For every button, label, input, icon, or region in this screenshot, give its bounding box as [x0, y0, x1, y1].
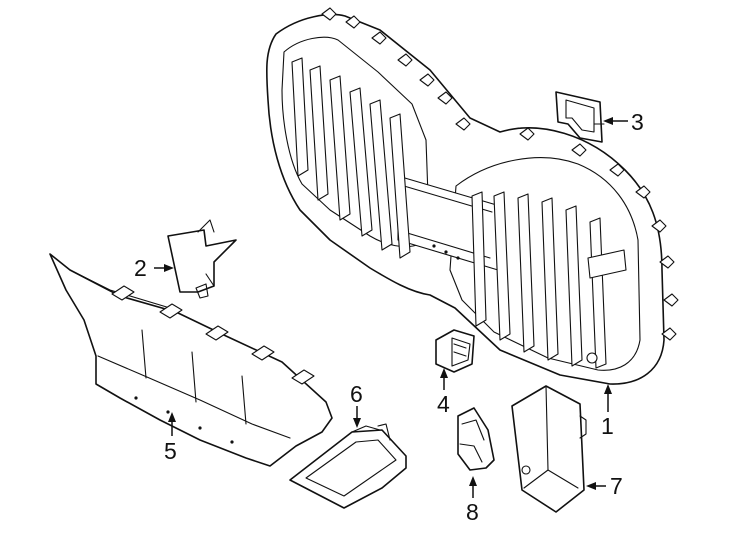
callout-6: 6 — [350, 381, 363, 428]
callout-1-label: 1 — [601, 413, 614, 439]
left-grille-slats — [291, 57, 411, 259]
callout-7: 7 — [586, 473, 623, 499]
part-1-grille — [265, 7, 679, 385]
part-8-bracket — [457, 407, 495, 471]
callout-2: 2 — [134, 255, 174, 281]
part-5-air-duct — [49, 253, 333, 467]
callout-5: 5 — [164, 412, 177, 464]
part-3-frame — [555, 91, 605, 143]
callout-1: 1 — [601, 384, 614, 439]
callout-3-label: 3 — [631, 109, 644, 135]
callout-2-label: 2 — [134, 255, 147, 281]
callout-8-label: 8 — [466, 499, 479, 525]
part-2-bracket — [167, 219, 237, 299]
callout-3: 3 — [603, 109, 644, 135]
part-7-side-bracket — [511, 385, 587, 513]
part-6-tray — [289, 423, 407, 509]
callout-4: 4 — [437, 368, 450, 417]
callout-4-label: 4 — [437, 391, 450, 417]
part-4-clip — [435, 329, 475, 373]
grille-mounting-tabs — [321, 7, 679, 341]
callout-6-label: 6 — [350, 381, 363, 407]
callout-5-label: 5 — [164, 438, 177, 464]
callout-7-label: 7 — [610, 473, 623, 499]
right-grille-slats — [471, 191, 607, 369]
callout-8: 8 — [466, 476, 479, 525]
